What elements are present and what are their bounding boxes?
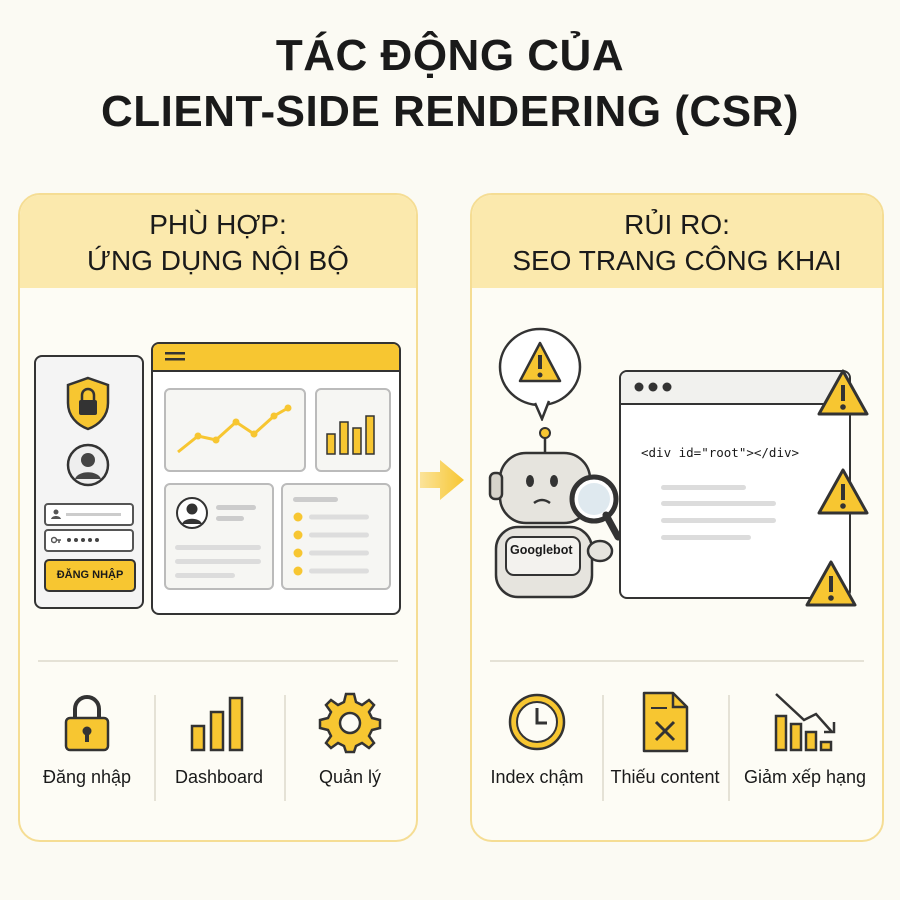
feature-manage-label: Quản lý (318, 767, 382, 787)
feature-manage: Quản lý (284, 690, 416, 810)
login-card-mockup: ĐĂNG NHẬP (34, 355, 144, 609)
clock-icon (508, 693, 566, 751)
feature-rank-drop: Giảm xếp hạng (728, 690, 882, 810)
feature-login: Đăng nhập (20, 690, 154, 810)
suitable-divider (38, 660, 398, 662)
profile-avatar-icon (176, 497, 208, 529)
feature-login-label: Đăng nhập (42, 767, 132, 787)
warning-icon (817, 369, 869, 416)
dashboard-top-bar (153, 344, 399, 372)
user-icon (51, 509, 61, 519)
task-list-icon (293, 512, 369, 576)
risk-heading-line-1: RỦI RO: (624, 209, 730, 240)
warning-icon (805, 560, 857, 607)
suitable-heading-line-2: ỨNG DỤNG NỘI BỘ (87, 245, 349, 276)
ranking-down-icon (774, 693, 836, 752)
title-line-1: TÁC ĐỘNG CỦA (275, 31, 625, 80)
title-line-2: CLIENT-SIDE RENDERING (CSR) (101, 87, 799, 136)
feature-separator (728, 695, 730, 801)
line-chart-card (164, 388, 306, 472)
mini-bar-chart-icon (326, 415, 375, 455)
gear-icon (318, 692, 382, 754)
googlebot-robot-icon (488, 427, 622, 599)
suitable-panel: PHÙ HỢP: ỨNG DỤNG NỘI BỘ ĐĂNG NHẬP (18, 193, 418, 842)
feature-slow-index: Index chậm (472, 690, 602, 810)
line-chart-icon (177, 404, 292, 454)
login-button[interactable]: ĐĂNG NHẬP (44, 559, 136, 592)
risk-divider (490, 660, 864, 662)
window-controls-icon (634, 382, 672, 392)
speech-bubble-warning-icon (498, 327, 582, 421)
code-snippet: <div id="root"></div> (641, 445, 800, 460)
risk-panel-heading: RỦI RO: SEO TRANG CÔNG KHAI (472, 195, 882, 288)
googlebot-label: Googlebot (510, 543, 573, 557)
feature-dashboard-label: Dashboard (174, 767, 264, 787)
page-title: TÁC ĐỘNG CỦA CLIENT-SIDE RENDERING (CSR) (0, 28, 900, 140)
feature-slow-index-label: Index chậm (490, 767, 584, 787)
suitable-panel-heading: PHÙ HỢP: ỨNG DỤNG NỘI BỘ (20, 195, 416, 288)
menu-icon (165, 352, 185, 361)
feature-missing-content-label: Thiếu content (610, 767, 720, 787)
profile-card (164, 483, 274, 590)
key-icon (51, 536, 61, 544)
dashboard-mockup (151, 342, 401, 615)
password-dots-icon (67, 538, 99, 542)
arrow-right-icon (420, 460, 464, 500)
feature-missing-content: Thiếu content (602, 690, 728, 810)
suitable-heading-line-1: PHÙ HỢP: (149, 209, 287, 240)
avatar-icon (66, 443, 110, 487)
risk-heading-line-2: SEO TRANG CÔNG KHAI (512, 245, 842, 276)
warning-icon (817, 468, 869, 515)
feature-separator (284, 695, 286, 801)
task-list-card (281, 483, 391, 590)
feature-rank-drop-label: Giảm xếp hạng (743, 767, 867, 787)
password-field[interactable] (44, 529, 134, 552)
browser-title-bar (621, 372, 849, 405)
feature-separator (602, 695, 604, 801)
shield-lock-icon (66, 376, 110, 431)
risk-panel: RỦI RO: SEO TRANG CÔNG KHAI Googlebot <d… (470, 193, 884, 842)
browser-window-mockup: <div id="root"></div> (619, 370, 851, 599)
bar-chart-icon (190, 696, 244, 752)
lock-icon (64, 695, 110, 752)
bar-chart-card (315, 388, 391, 472)
username-field[interactable] (44, 503, 134, 526)
feature-separator (154, 695, 156, 801)
feature-dashboard: Dashboard (154, 690, 284, 810)
document-x-icon (642, 691, 689, 753)
